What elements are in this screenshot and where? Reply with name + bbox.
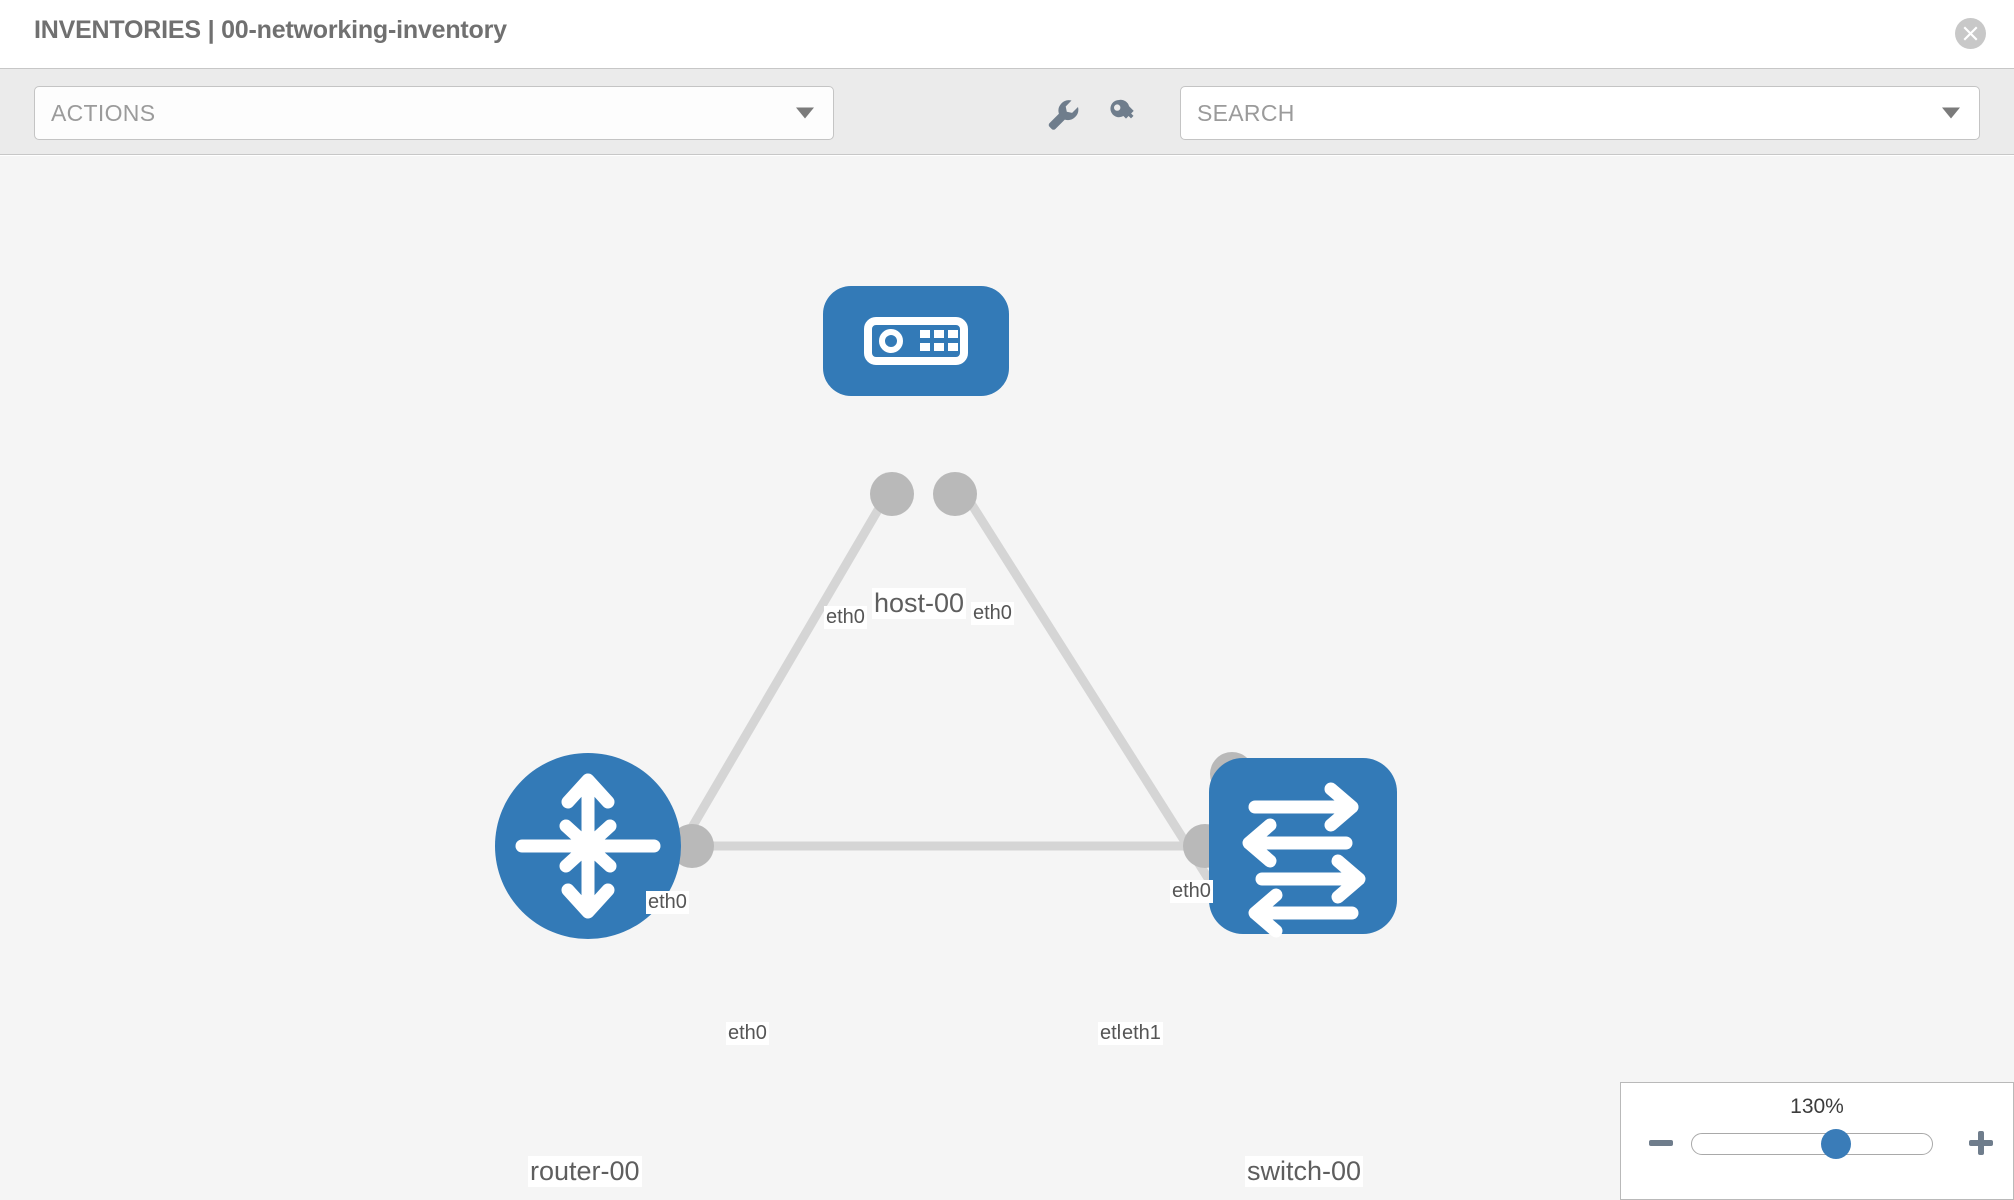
page-header: INVENTORIES | 00-networking-inventory bbox=[0, 0, 2014, 69]
port-host00-eth0-left[interactable] bbox=[870, 472, 914, 516]
close-icon bbox=[1963, 26, 1978, 41]
topology-canvas[interactable]: host-00 router-00 switch-00 eth0 eth0 et… bbox=[0, 156, 2014, 1200]
switch-icon bbox=[1242, 782, 1366, 938]
toolbar: ACTIONS SEARCH bbox=[0, 69, 2014, 155]
port-router00-eth0[interactable] bbox=[670, 824, 714, 868]
page-title: INVENTORIES | 00-networking-inventory bbox=[34, 16, 507, 44]
close-button[interactable] bbox=[1955, 18, 1986, 49]
edge-label-host00-left[interactable]: eth0 bbox=[824, 606, 867, 629]
edge-label-router00-uplink[interactable]: eth0 bbox=[646, 891, 689, 914]
node-switch-00[interactable] bbox=[1209, 758, 1397, 938]
topology-links bbox=[636, 483, 1236, 919]
actions-dropdown[interactable]: ACTIONS bbox=[34, 86, 834, 140]
chevron-down-icon bbox=[1942, 107, 1960, 119]
key-icon bbox=[1110, 99, 1134, 119]
actions-dropdown-label: ACTIONS bbox=[51, 100, 156, 126]
chevron-down-icon bbox=[796, 107, 814, 119]
node-host-00[interactable] bbox=[823, 286, 1009, 396]
plus-icon bbox=[1969, 1131, 1993, 1155]
node-router-00[interactable] bbox=[495, 753, 681, 939]
zoom-control-panel: 130% bbox=[1620, 1082, 2014, 1200]
server-icon bbox=[864, 317, 968, 365]
node-label-host-00[interactable]: host-00 bbox=[872, 588, 967, 619]
search-input-value: SEARCH bbox=[1197, 100, 1295, 126]
node-label-switch-00[interactable]: switch-00 bbox=[1245, 1156, 1364, 1187]
search-input[interactable]: SEARCH bbox=[1180, 86, 1980, 140]
key-button[interactable] bbox=[1102, 91, 1146, 135]
zoom-out-button[interactable] bbox=[1645, 1127, 1677, 1159]
wrench-icon bbox=[1048, 100, 1079, 130]
edge-label-router00-eth0[interactable]: eth0 bbox=[726, 1022, 769, 1045]
edge-label-switch00-eth1[interactable]: eth1 bbox=[1120, 1022, 1163, 1045]
port-host00-eth0-right[interactable] bbox=[933, 472, 977, 516]
zoom-slider-track[interactable] bbox=[1691, 1129, 1933, 1159]
minus-icon bbox=[1649, 1140, 1673, 1146]
zoom-slider-thumb[interactable] bbox=[1821, 1129, 1851, 1159]
topology-graph bbox=[495, 286, 1397, 939]
wrench-button[interactable] bbox=[1040, 91, 1084, 135]
node-label-router-00[interactable]: router-00 bbox=[528, 1156, 642, 1187]
edge-label-host00-right[interactable]: eth0 bbox=[971, 602, 1014, 625]
router-icon bbox=[515, 773, 661, 919]
zoom-level-label: 130% bbox=[1790, 1095, 1844, 1118]
edge-label-switch00-uplink[interactable]: eth0 bbox=[1170, 880, 1213, 903]
zoom-in-button[interactable] bbox=[1965, 1127, 1997, 1159]
